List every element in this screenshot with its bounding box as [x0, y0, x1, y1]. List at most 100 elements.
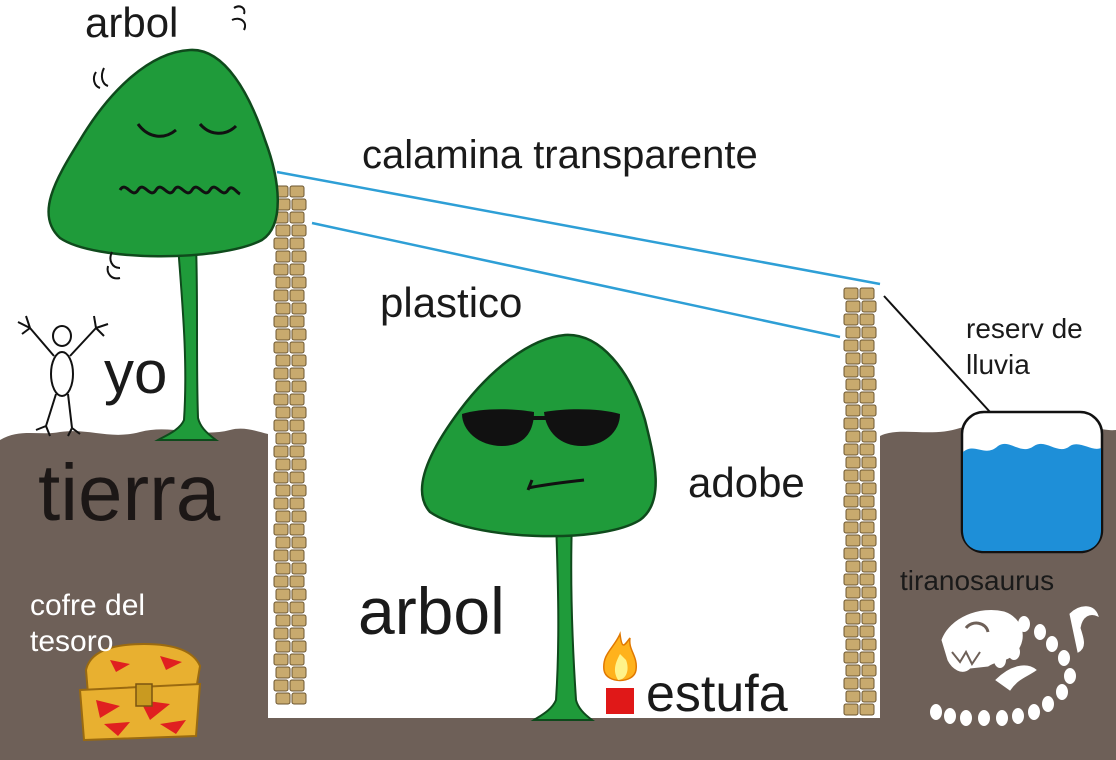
adobe-brick — [289, 445, 305, 458]
roof-calamina-line — [276, 170, 881, 286]
adobe-brick — [843, 417, 859, 430]
adobe-brick — [291, 666, 307, 679]
adobe-brick — [861, 508, 877, 521]
label-stove: estufa — [646, 665, 788, 723]
adobe-brick — [845, 638, 861, 651]
adobe-brick — [291, 276, 307, 289]
adobe-brick — [843, 651, 859, 664]
adobe-brick — [275, 640, 291, 653]
adobe-brick — [861, 430, 877, 443]
adobe-brick — [291, 354, 307, 367]
adobe-brick — [843, 287, 859, 300]
adobe-brick — [291, 224, 307, 237]
adobe-brick — [275, 250, 291, 263]
adobe-brick — [289, 575, 305, 588]
adobe-brick — [845, 560, 861, 573]
tree-inside-crown — [420, 333, 657, 538]
adobe-brick — [273, 679, 289, 692]
label-roof: calamina transparente — [362, 133, 758, 177]
vertebra — [1008, 644, 1020, 660]
vertebra — [1056, 684, 1068, 700]
adobe-brick — [289, 237, 305, 250]
label-rain-tank-line1: reserv de — [966, 313, 1083, 344]
adobe-brick — [861, 690, 877, 703]
label-wall: adobe — [688, 459, 805, 506]
vertebra — [1018, 616, 1030, 632]
adobe-brick — [291, 536, 307, 549]
adobe-brick — [859, 469, 875, 482]
adobe-brick — [273, 367, 289, 380]
adobe-brick — [289, 341, 305, 354]
vertebra — [1042, 696, 1054, 712]
adobe-brick — [861, 300, 877, 313]
rain-tank-pointer — [883, 295, 991, 413]
adobe-brick — [273, 627, 289, 640]
adobe-brick — [275, 510, 291, 523]
adobe-brick — [845, 352, 861, 365]
adobe-brick — [861, 612, 877, 625]
stove-icon — [603, 631, 637, 714]
label-tree-outside: arbol — [85, 0, 178, 46]
tree-outside-trunk — [154, 244, 220, 441]
adobe-brick — [845, 300, 861, 313]
adobe-brick — [859, 495, 875, 508]
adobe-brick — [859, 287, 875, 300]
adobe-brick — [845, 326, 861, 339]
adobe-brick — [291, 640, 307, 653]
stick-figure-icon — [17, 315, 109, 437]
adobe-brick — [843, 625, 859, 638]
adobe-brick — [289, 367, 305, 380]
adobe-brick — [861, 560, 877, 573]
water-tank-icon — [960, 410, 1104, 554]
sad-eye-right — [198, 122, 238, 135]
adobe-brick — [845, 482, 861, 495]
adobe-brick — [289, 653, 305, 666]
adobe-brick — [273, 263, 289, 276]
adobe-brick — [861, 638, 877, 651]
adobe-brick — [291, 302, 307, 315]
adobe-brick — [859, 417, 875, 430]
adobe-brick — [861, 352, 877, 365]
adobe-brick — [843, 365, 859, 378]
label-earth: tierra — [38, 448, 221, 537]
adobe-brick — [291, 484, 307, 497]
adobe-brick — [275, 484, 291, 497]
adobe-brick — [859, 391, 875, 404]
fossil-vertebrae — [930, 616, 1076, 726]
adobe-brick — [843, 599, 859, 612]
adobe-brick — [845, 378, 861, 391]
adobe-brick — [273, 523, 289, 536]
vertebra — [1034, 624, 1046, 640]
dinosaur-skull-icon — [941, 606, 1099, 691]
adobe-brick — [273, 575, 289, 588]
tree-inside — [420, 333, 657, 721]
adobe-brick — [273, 393, 289, 406]
adobe-brick — [845, 508, 861, 521]
tree-outside — [47, 48, 279, 441]
vertebra — [1058, 650, 1070, 666]
adobe-brick — [275, 380, 291, 393]
adobe-brick — [289, 549, 305, 562]
adobe-brick — [273, 653, 289, 666]
vertebra — [994, 652, 1006, 668]
label-tree-inside: arbol — [358, 574, 505, 648]
label-me: yo — [104, 339, 167, 406]
adobe-brick — [843, 703, 859, 716]
adobe-brick — [275, 328, 291, 341]
adobe-brick — [291, 250, 307, 263]
wavy-mouth — [118, 185, 241, 196]
adobe-brick — [843, 547, 859, 560]
adobe-brick — [859, 313, 875, 326]
label-chest-line1: cofre del — [30, 589, 145, 622]
smirk-mouth — [526, 478, 585, 491]
adobe-brick — [859, 339, 875, 352]
adobe-brick — [275, 406, 291, 419]
adobe-brick — [289, 523, 305, 536]
adobe-brick — [275, 432, 291, 445]
adobe-brick — [843, 677, 859, 690]
adobe-brick — [859, 521, 875, 534]
sunglasses-icon — [462, 409, 620, 446]
adobe-brick — [289, 185, 305, 198]
adobe-brick — [861, 378, 877, 391]
